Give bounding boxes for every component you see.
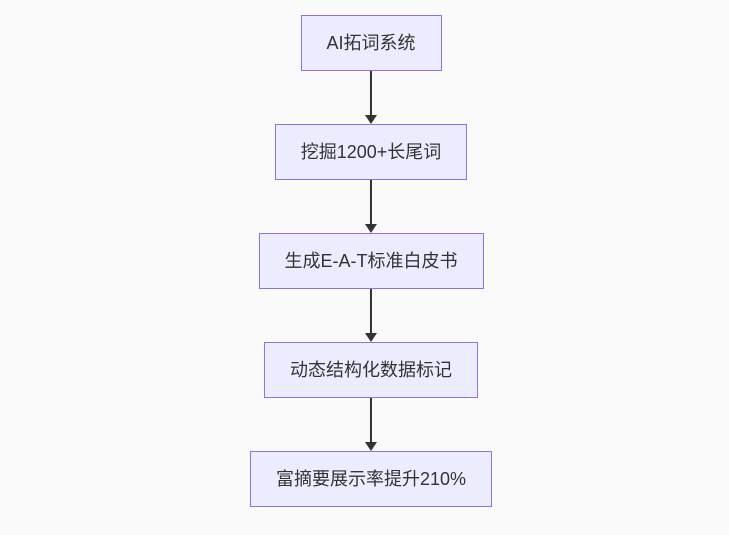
arrow-down (364, 180, 377, 233)
flow-node-ai-keyword-system: AI拓词系统 (300, 15, 442, 71)
arrow-shaft (369, 71, 372, 115)
arrowhead-icon (364, 333, 377, 342)
arrow-down (364, 71, 377, 124)
arrowhead-icon (364, 115, 377, 124)
arrow-down (364, 289, 377, 342)
arrow-shaft (369, 180, 372, 224)
arrowhead-icon (364, 224, 377, 233)
flow-node-eat-whitepaper: 生成E-A-T标准白皮书 (258, 233, 484, 289)
flow-node-label: 动态结构化数据标记 (289, 360, 452, 380)
flow-node-structured-data-markup: 动态结构化数据标记 (263, 342, 478, 398)
flowchart: AI拓词系统 挖掘1200+长尾词 生成E-A-T标准白皮书 动态结构化数据标记 (249, 15, 493, 507)
flow-node-label: 富摘要展示率提升210% (275, 469, 467, 489)
flow-node-label: 生成E-A-T标准白皮书 (284, 251, 458, 271)
flow-node-label: AI拓词系统 (326, 33, 416, 53)
arrow-shaft (369, 289, 372, 333)
arrow-down (364, 398, 377, 451)
flow-node-longtail-mining: 挖掘1200+长尾词 (274, 124, 468, 180)
arrowhead-icon (364, 442, 377, 451)
flow-node-rich-snippet-result: 富摘要展示率提升210% (249, 451, 493, 507)
arrow-shaft (369, 398, 372, 442)
flow-node-label: 挖掘1200+长尾词 (300, 142, 442, 162)
